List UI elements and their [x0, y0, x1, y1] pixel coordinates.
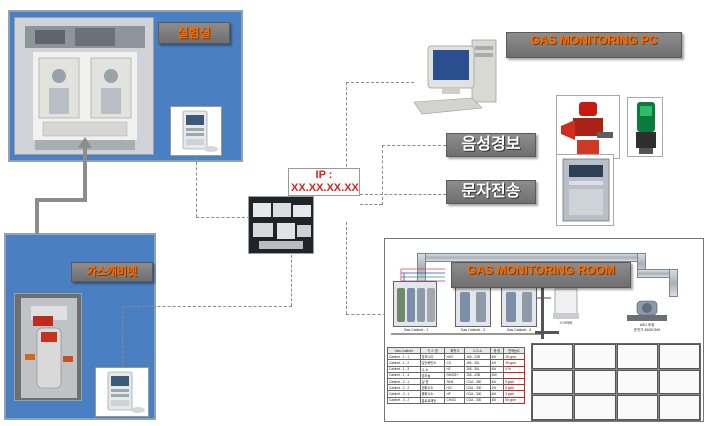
cabinet-to-lab-arrow-h — [35, 198, 87, 202]
lab-equipment-photo — [14, 17, 154, 155]
duct-scrubber — [669, 269, 678, 297]
ip-text: IP : XX.XX.XX.XX — [288, 168, 360, 196]
link-sms-horizontal — [360, 194, 446, 195]
detector-panel — [616, 344, 658, 369]
detector-panel — [658, 395, 700, 420]
lab-detector-device — [170, 106, 222, 156]
room-scrubber-label: ASU 조정 운전기 4500CMH — [617, 323, 677, 332]
detector-panel — [574, 344, 616, 369]
detector-panel — [574, 395, 616, 420]
room-cabinet-3 — [501, 285, 537, 327]
table-cell: CGA - 330 — [464, 396, 491, 404]
sms-label: 문자전송 — [446, 180, 536, 204]
room-exhaust-label: 스크러버 — [559, 321, 573, 325]
table-cell: Cabinet - 3 - 2 — [387, 396, 421, 404]
pc-label: GAS MONITORING PC — [506, 32, 682, 58]
controller-unit-photo — [248, 196, 314, 254]
lab-label: 실험실 — [158, 22, 230, 44]
room-cabinet-2-label: Gas Cabinet - 2 — [460, 328, 486, 332]
detector-panel — [658, 369, 700, 395]
link-cabinet-vertical — [122, 306, 123, 368]
table-cell: 50 ppm — [503, 396, 525, 404]
cabinet-to-lab-arrow — [35, 200, 39, 234]
room-cabinet-3-label: Gas Cabinet - 3 — [506, 328, 532, 332]
room-gas-table: Gas Cabinet 가 스 명 화학식 C.G.A 용 량 판매농도 Cab… — [387, 347, 525, 404]
detector-panel — [532, 344, 574, 369]
link-voice-vertical — [382, 145, 383, 205]
link-pc-horizontal — [346, 82, 414, 83]
room-scrubber-sub: 운전기 4500CMH — [633, 327, 661, 332]
link-lab-horizontal — [196, 217, 250, 218]
cabinet-detector-device — [95, 367, 149, 417]
room-floor-strip — [391, 333, 541, 335]
voice-alarm-label: 음성경보 — [446, 133, 536, 157]
room-label: GAS MONITORING ROOM — [451, 262, 631, 288]
room-cabinet-1 — [393, 281, 437, 327]
signal-light-photo — [627, 97, 663, 157]
link-cabinet-horizontal — [122, 306, 292, 307]
sms-device-photo — [556, 154, 614, 226]
room-cabinet-2 — [455, 285, 491, 327]
link-voice-top — [382, 145, 446, 146]
detector-panel — [532, 395, 574, 420]
room-cabinet-1-label: Gas Cabinet - 1 — [403, 328, 429, 332]
table-cell: 40ℓ — [489, 396, 505, 404]
room-gas-table-wrap: Gas Cabinet 가 스 명 화학식 C.G.A 용 량 판매농도 Cab… — [387, 347, 525, 421]
detector-panel — [658, 344, 700, 369]
room-scrubber-title: ASU 조정 — [639, 323, 655, 327]
link-room-horizontal — [346, 314, 386, 315]
arrow-head-icon — [78, 137, 92, 148]
detector-panel — [532, 369, 574, 395]
room-pipe-base — [535, 331, 559, 334]
link-cabinet-vertical-2 — [291, 255, 292, 306]
detector-panel — [574, 369, 616, 395]
gas-cabinet-photo — [14, 293, 82, 401]
room-exhaust-unit — [551, 285, 581, 323]
ip-label: IP : XX.XX.XX.XX — [286, 168, 362, 208]
room-pipe-vertical — [537, 297, 551, 299]
link-lab-vertical — [196, 157, 197, 217]
cabinet-to-lab-arrow-v — [83, 146, 87, 202]
siren-photo — [556, 95, 620, 159]
room-pipe-stand — [541, 269, 544, 339]
gas-cabinet-label: 가스캐비넷 — [71, 262, 153, 282]
room-scrubber — [623, 299, 671, 325]
table-cell: CH3Cl — [444, 396, 466, 404]
monitoring-room-diagram: Gas Cabinet - 1 Gas Cabinet - 2 Gas Cabi… — [384, 238, 704, 422]
link-voice-horizontal — [360, 204, 382, 205]
detector-panel — [616, 395, 658, 420]
table-cell: 클로로메탄 — [419, 396, 446, 404]
detector-panel — [616, 369, 658, 395]
room-detector-grid — [531, 343, 701, 421]
pc-photo — [412, 36, 498, 116]
link-room-vertical — [346, 222, 347, 314]
link-pc-vertical — [346, 82, 347, 182]
